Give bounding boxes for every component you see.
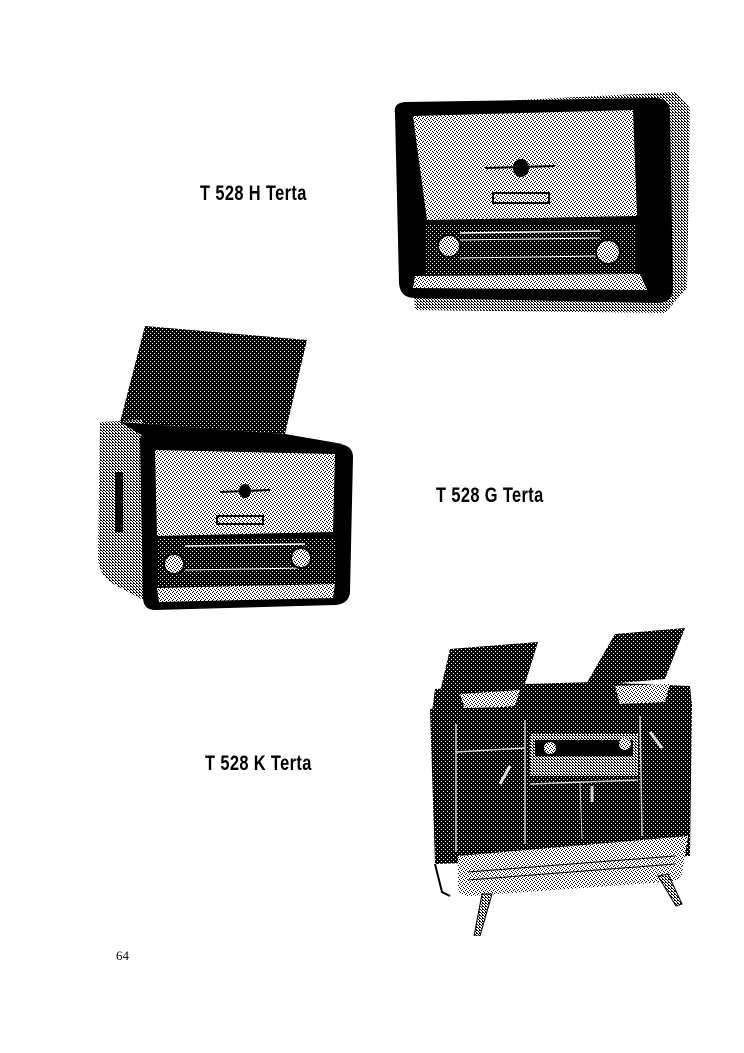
radio-phonograph-t528g-image — [95, 322, 357, 614]
page-number: 64 — [116, 948, 129, 963]
caption-t528k: T 528 K Terta — [205, 752, 312, 775]
caption-t528h: T 528 H Terta — [200, 182, 307, 205]
console-t528k-image — [420, 624, 692, 936]
radio-t528h-image — [385, 88, 695, 316]
caption-t528g: T 528 G Terta — [436, 484, 544, 507]
